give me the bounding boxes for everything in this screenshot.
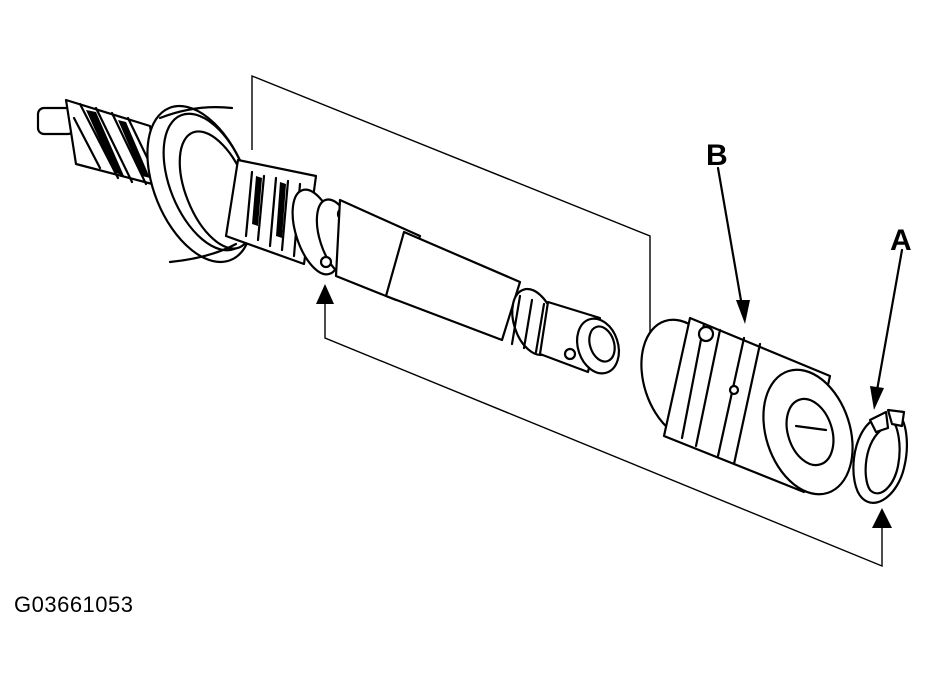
callout-label-b: B: [706, 139, 728, 172]
figure-id-label: G03661053: [14, 592, 134, 617]
assembly-guide-lines: [251, 74, 883, 568]
bearing-housing: [146, 104, 254, 264]
shaft: [224, 158, 620, 375]
pinion-gear: [36, 98, 162, 188]
snap-ring-a: [852, 408, 908, 504]
sleeve-part-b: [640, 316, 854, 496]
leader-arrows: [316, 166, 904, 528]
callout-label-a: A: [890, 224, 912, 257]
